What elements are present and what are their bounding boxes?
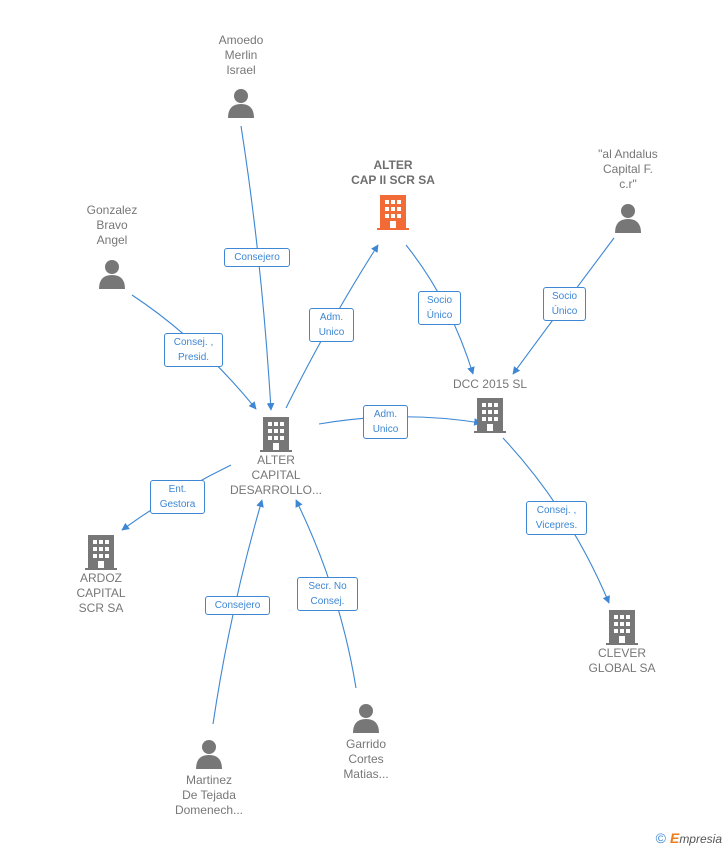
node-label: CLEVER GLOBAL SA <box>588 646 656 675</box>
building-icon <box>377 195 409 230</box>
node-label: Garrido Cortes Matias... <box>343 737 389 781</box>
logo-text: mpresia <box>679 832 722 846</box>
edge-label-adm-unico[interactable]: Adm. Unico <box>309 308 354 342</box>
person-icon <box>353 704 379 733</box>
building-icon <box>474 398 506 433</box>
edge-label-secr-no-consej[interactable]: Secr. No Consej. <box>297 577 358 611</box>
node-label: ALTER CAP II SCR SA <box>351 158 435 187</box>
node-al-andalus[interactable]: "al Andalus Capital F. c.r" <box>583 147 673 233</box>
edge-label-socio-unico[interactable]: Socio Único <box>418 291 461 325</box>
node-label: DCC 2015 SL <box>452 377 528 391</box>
node-dcc-2015[interactable]: DCC 2015 SL <box>440 377 540 434</box>
building-icon <box>606 610 638 645</box>
edge-label-ent-gestora[interactable]: Ent. Gestora <box>150 480 205 514</box>
empresia-logo: ©Empresia <box>656 830 722 846</box>
node-gonzalez[interactable]: Gonzalez Bravo Angel <box>66 203 158 289</box>
node-label: ARDOZ CAPITAL SCR SA <box>76 571 126 615</box>
node-alter-capital[interactable]: ALTER CAPITAL DESARROLLO... <box>216 415 336 498</box>
node-amoedo[interactable]: Amoedo Merlin Israel <box>196 33 286 118</box>
logo-initial: E <box>669 830 680 846</box>
edge-label-consej-vicepres[interactable]: Consej. , Vicepres. <box>526 501 587 535</box>
edge-amoedo-to-alter-capital <box>240 125 275 411</box>
node-clever[interactable]: CLEVER GLOBAL SA <box>576 608 668 676</box>
edge-label-socio-unico[interactable]: Socio Único <box>543 287 586 321</box>
edge-label-consejero[interactable]: Consejero <box>205 596 270 615</box>
node-ardoz[interactable]: ARDOZ CAPITAL SCR SA <box>56 533 146 616</box>
node-alter-cap-ii[interactable]: ALTER CAP II SCR SA <box>333 158 453 231</box>
node-label: Gonzalez Bravo Angel <box>86 203 138 247</box>
node-label: ALTER CAPITAL DESARROLLO... <box>229 453 323 497</box>
edge-label-adm-unico[interactable]: Adm. Unico <box>363 405 408 439</box>
building-icon <box>260 417 292 452</box>
node-martinez[interactable]: Martinez De Tejada Domenech... <box>163 737 255 818</box>
node-garrido[interactable]: Garrido Cortes Matias... <box>322 701 410 782</box>
person-icon <box>228 89 254 118</box>
node-label: Martinez De Tejada Domenech... <box>174 773 244 817</box>
person-icon <box>196 740 222 769</box>
edge-label-consej-presid[interactable]: Consej. , Presid. <box>164 333 223 367</box>
edge-label-consejero[interactable]: Consejero <box>224 248 290 267</box>
person-icon <box>99 260 125 289</box>
building-icon <box>85 535 117 570</box>
node-label: Amoedo Merlin Israel <box>218 33 264 77</box>
person-icon <box>615 204 641 233</box>
copyright-icon: © <box>655 830 666 846</box>
node-label: "al Andalus Capital F. c.r" <box>598 147 658 191</box>
